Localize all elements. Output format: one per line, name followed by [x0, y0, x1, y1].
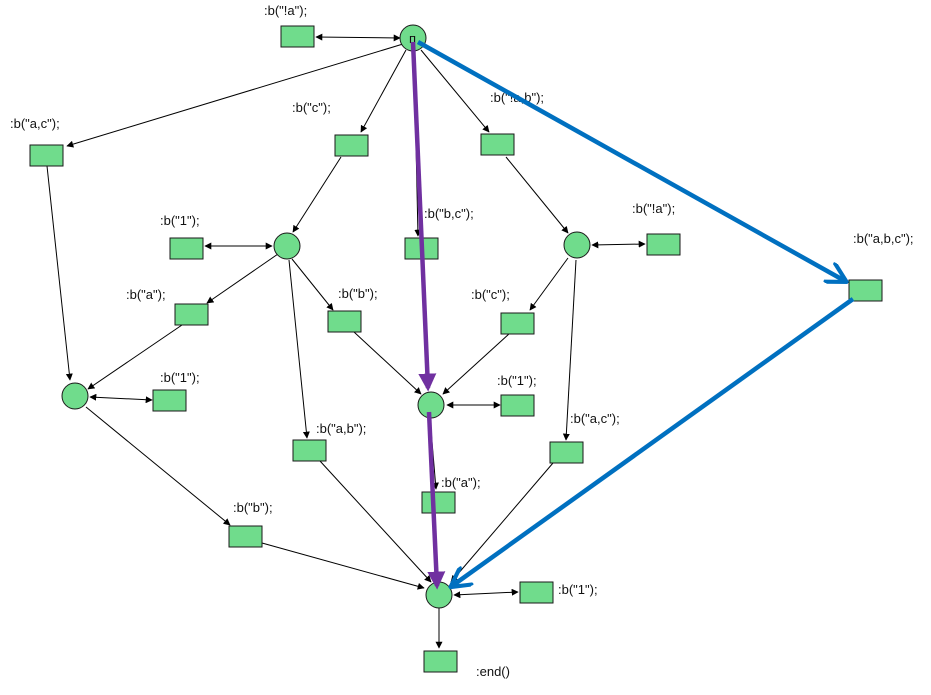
transition-a-c-left[interactable] [29, 144, 64, 167]
highlight-paths [410, 40, 855, 590]
label-c-right: :b("c"); [471, 287, 510, 302]
transition-a-b-c[interactable] [848, 279, 883, 302]
label-a-b-lower: :b("a,b"); [316, 421, 366, 436]
label-1-middle: :b("1"); [497, 373, 537, 388]
label-a-c-left: :b("a,c"); [10, 116, 60, 131]
arc [66, 43, 404, 148]
transition-a-left[interactable] [174, 303, 209, 326]
arc [529, 257, 569, 311]
transition-1-end[interactable] [519, 581, 554, 604]
label-1-end: :b("1"); [558, 582, 598, 597]
label-a-lower: :b("a"); [441, 475, 481, 490]
label-b-lower: :b("b"); [233, 500, 273, 515]
blue-path-bottom [452, 297, 855, 586]
purple-path-bottom [426, 411, 446, 590]
place-right[interactable] [563, 231, 591, 259]
arc [505, 156, 569, 234]
label-top-la: :b("!a"); [264, 3, 307, 18]
transitions [29, 25, 883, 673]
arc [453, 588, 519, 599]
arc [315, 33, 401, 42]
label-a-left: :b("a"); [126, 287, 166, 302]
transition-1-middle[interactable] [500, 394, 535, 417]
arc [206, 253, 279, 304]
arc [353, 331, 422, 395]
arc [319, 460, 432, 583]
transition-a-b-lower[interactable] [292, 439, 327, 462]
arc [292, 156, 342, 233]
arc [591, 240, 646, 249]
transition-a-c-lower[interactable] [549, 441, 584, 464]
place-left[interactable] [61, 382, 89, 410]
purple-path-top [410, 41, 437, 392]
arc [87, 324, 183, 390]
transition-end[interactable] [423, 650, 458, 673]
label-b-center: :b("b"); [338, 286, 378, 301]
arcs [46, 33, 646, 649]
place-center-left[interactable] [273, 232, 301, 260]
arc [85, 406, 231, 526]
arc [46, 165, 73, 381]
transition-b-lower[interactable] [228, 525, 263, 548]
transition-c-right[interactable] [500, 312, 535, 335]
arc [442, 332, 511, 395]
arc [420, 49, 490, 133]
label-end: :end() [476, 664, 510, 679]
arc [360, 49, 407, 133]
label-1-left: :b("1"); [160, 370, 200, 385]
label-a-b-c: :b("a,b,c"); [853, 231, 914, 246]
arc [450, 462, 554, 583]
label-b-c: :b("b,c"); [424, 206, 474, 221]
transition-la-b[interactable] [480, 133, 515, 156]
transition-la-right[interactable] [646, 233, 681, 256]
arc [562, 259, 577, 441]
arc [89, 393, 153, 404]
label-a-c-lower: :b("a,c"); [570, 411, 620, 426]
label-1-upper-left: :b("1"); [160, 213, 200, 228]
arc [291, 258, 334, 311]
transition-1-left[interactable] [152, 389, 187, 412]
arc [288, 259, 310, 439]
transition-b-center[interactable] [327, 310, 362, 333]
transition-top-la[interactable] [280, 25, 315, 48]
label-la-right: :b("!a"); [632, 201, 675, 216]
label-c: :b("c"); [292, 100, 331, 115]
transition-a-lower[interactable] [421, 491, 456, 514]
transition-labels: :b("!a"); :b("a,c"); :b("c"); :b("!a,b")… [10, 3, 914, 679]
transition-1-upper-left[interactable] [169, 237, 204, 260]
blue-path-top [416, 40, 845, 281]
transition-c[interactable] [334, 134, 369, 157]
place-p0-mark: п [409, 31, 416, 46]
arc [261, 542, 425, 590]
